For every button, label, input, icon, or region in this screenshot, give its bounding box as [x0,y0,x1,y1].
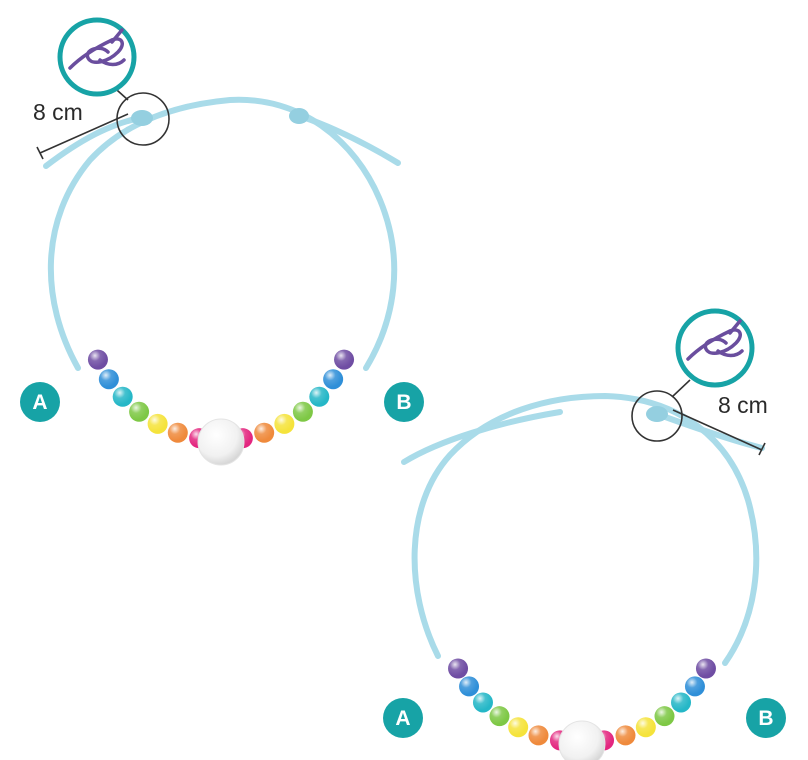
bracelet-1-bead [292,401,313,422]
bracelet-1-badge-b: B [384,382,424,422]
bracelet-2-bead [489,706,510,727]
bracelet-2-bead [684,676,705,697]
bracelet-1-measure-label: 8 cm [33,99,83,125]
bracelet-1-cord-loop [47,96,398,371]
svg-text:A: A [395,707,410,730]
bracelet-2-bead [695,658,716,679]
bracelet-2-bead [508,717,529,738]
bracelet-1-bead [323,369,344,390]
bracelet-1-bead [147,413,168,434]
bracelet-2-bead [635,717,656,738]
bracelet-2-bead [472,692,493,713]
bracelet-2-icon-leader [671,379,691,398]
bracelet-1-knot-left [131,110,153,126]
bracelet-1-bead [87,349,108,370]
bracelet-1-badge-a: A [20,382,60,422]
bracelet-1-cord-end-right [297,113,401,166]
bracelet-2-measure-line [672,409,763,451]
bracelet-2-cord-loop [411,392,760,666]
bracelet-1-bead [129,401,150,422]
bracelet-1-bead [309,386,330,407]
bracelet-2-knot-icon [675,308,755,388]
bracelet-2-bead [671,692,692,713]
bracelet-2-measure-label: 8 cm [718,392,768,418]
bracelet-2-bead [528,725,549,746]
bracelet-2-badge-a: A [383,698,423,738]
bracelet-1-cord-end-left [43,115,143,169]
bracelet-1-measure-line [39,113,129,154]
bracelet-1-measure-tick [36,146,44,160]
bracelet-2-bead [459,676,480,697]
bracelet-2: 8 cm A B [383,308,786,760]
bracelet-1-bead [112,386,133,407]
bracelet-1-pearl [197,418,245,466]
bracelet-2-beads [448,658,716,760]
bracelet-2-bead [615,725,636,746]
bracelet-1-knot-icon [57,17,137,97]
bracelet-2-measure-tick [758,442,766,456]
bracelet-2-bead [448,658,469,679]
bracelet-2-bead [654,706,675,727]
bracelet-1-bead [167,422,188,443]
bracelet-1: 8 cm A B [20,17,424,466]
bracelet-1-knot-right [289,108,309,124]
bracelet-2-badge-b: B [746,698,786,738]
bracelet-2-knot-magnifier [631,390,683,442]
bracelet-2-pearl [558,720,606,760]
bracelet-2-cord-end-left [401,409,563,465]
svg-text:B: B [758,707,773,730]
bracelet-1-bead [254,422,275,443]
bracelet-1-beads [87,349,355,466]
bracelet-1-bead [274,413,295,434]
bracelet-2-knot [646,406,668,422]
bracelet-1-bead [98,369,119,390]
bracelet-1-bead [334,349,355,370]
svg-text:B: B [396,391,411,414]
svg-text:A: A [32,391,47,414]
